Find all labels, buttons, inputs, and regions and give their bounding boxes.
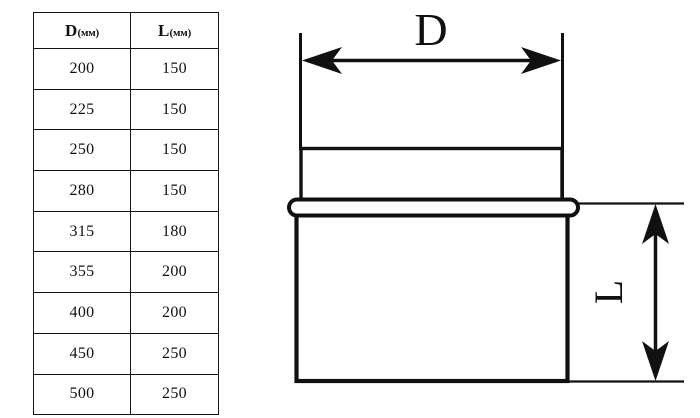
column-header-d-symbol: D bbox=[65, 20, 78, 40]
cell-length: 150 bbox=[130, 88, 219, 131]
cell-length: 250 bbox=[130, 373, 219, 416]
dimension-label-d: D bbox=[414, 4, 447, 55]
arrowhead-d-right bbox=[521, 47, 561, 74]
cell-length: 200 bbox=[130, 251, 219, 294]
cell-diameter: 400 bbox=[33, 292, 131, 334]
column-header-l: L(мм) bbox=[130, 12, 219, 49]
cell-length: 150 bbox=[130, 170, 219, 212]
cell-diameter: 500 bbox=[33, 373, 131, 416]
pipe-flange-ring bbox=[287, 197, 580, 218]
cell-length: 180 bbox=[130, 210, 219, 253]
arrowhead-l-top bbox=[642, 204, 669, 244]
cell-diameter: 225 bbox=[33, 88, 131, 131]
cell-diameter: 450 bbox=[33, 332, 131, 375]
arrowhead-d-left bbox=[302, 47, 342, 74]
pipe-socket bbox=[299, 146, 564, 207]
table-header-row: D(мм) L(мм) bbox=[33, 12, 219, 49]
column-header-l-symbol: L bbox=[157, 20, 170, 40]
cell-length: 150 bbox=[130, 48, 219, 90]
dimension-label-l: L bbox=[586, 280, 631, 304]
cell-length: 250 bbox=[130, 332, 219, 375]
pipe-body bbox=[294, 201, 570, 384]
arrowhead-l-bottom bbox=[642, 341, 669, 381]
column-header-d-unit: (мм) bbox=[77, 26, 99, 39]
cell-diameter: 315 bbox=[33, 210, 131, 253]
column-header-l-unit: (мм) bbox=[169, 26, 192, 39]
column-header-d: D(мм) bbox=[33, 12, 131, 49]
cell-length: 200 bbox=[130, 292, 219, 334]
